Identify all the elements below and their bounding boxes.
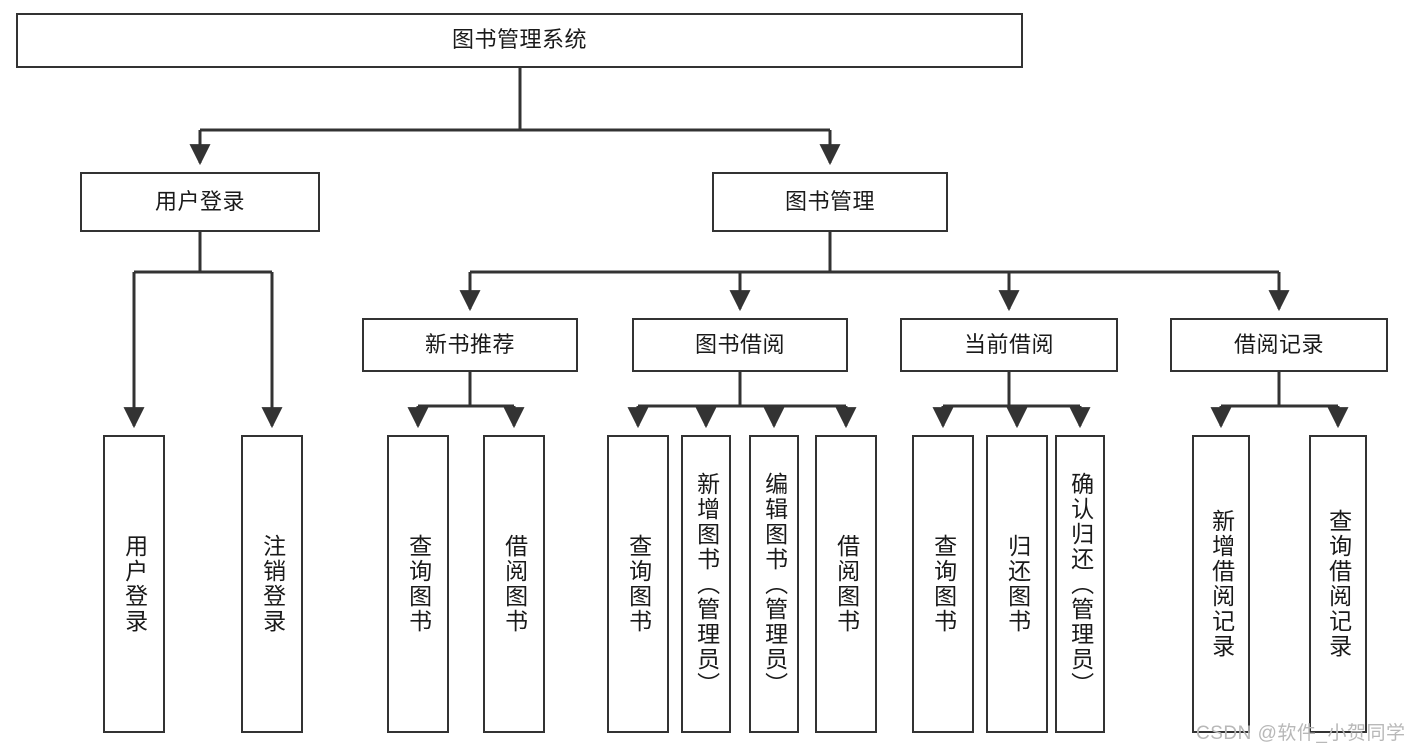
node-borrow-record[interactable]: 借阅记录 [1170, 318, 1388, 372]
node-leaf-user-login[interactable]: 用户登录 [103, 435, 165, 733]
node-label-user-login: 用户登录 [154, 188, 245, 214]
edges-borrow-record [1210, 372, 1349, 429]
node-label-leaf-query-book-current: 查询图书 [930, 534, 957, 634]
node-label-leaf-user-login: 用户登录 [121, 534, 148, 634]
node-leaf-return-book[interactable]: 归还图书 [986, 435, 1048, 733]
edges-user-login [123, 232, 283, 429]
node-leaf-user-logout[interactable]: 注销登录 [241, 435, 303, 733]
node-book-manage[interactable]: 图书管理 [712, 172, 948, 232]
node-label-current-borrow: 当前借阅 [963, 331, 1054, 357]
edges-new-book-recommend [407, 372, 525, 429]
node-label-leaf-add-book-admin: 新增图书（管理员） [693, 471, 720, 697]
node-leaf-borrow-book-recommend[interactable]: 借阅图书 [483, 435, 545, 733]
node-label-leaf-user-logout: 注销登录 [259, 534, 286, 634]
node-label-leaf-query-borrow-record: 查询借阅记录 [1325, 509, 1352, 659]
node-label-book-borrow: 图书借阅 [694, 331, 785, 357]
node-new-book-recommend[interactable]: 新书推荐 [362, 318, 578, 372]
csdn-watermark: CSDN @软件_小贺同学 [1196, 723, 1405, 744]
edges-root [189, 68, 841, 166]
node-label-leaf-borrow-book: 借阅图书 [833, 534, 860, 634]
node-label-leaf-borrow-book-recommend: 借阅图书 [501, 534, 528, 634]
edges-book-manage [459, 232, 1290, 312]
node-label-leaf-confirm-return-admin: 确认归还（管理员） [1067, 471, 1094, 697]
node-label-leaf-query-book-recommend: 查询图书 [405, 534, 432, 634]
node-root[interactable]: 图书管理系统 [16, 13, 1023, 68]
node-book-borrow[interactable]: 图书借阅 [632, 318, 848, 372]
node-label-root: 图书管理系统 [451, 27, 587, 53]
node-leaf-add-borrow-record[interactable]: 新增借阅记录 [1192, 435, 1250, 733]
node-current-borrow[interactable]: 当前借阅 [900, 318, 1118, 372]
node-leaf-query-book-recommend[interactable]: 查询图书 [387, 435, 449, 733]
node-leaf-query-book-borrow[interactable]: 查询图书 [607, 435, 669, 733]
node-label-new-book-recommend: 新书推荐 [424, 331, 515, 357]
node-leaf-borrow-book[interactable]: 借阅图书 [815, 435, 877, 733]
node-leaf-confirm-return-admin[interactable]: 确认归还（管理员） [1055, 435, 1105, 733]
node-label-leaf-query-book-borrow: 查询图书 [625, 534, 652, 634]
node-label-leaf-add-borrow-record: 新增借阅记录 [1208, 509, 1235, 659]
node-label-leaf-return-book: 归还图书 [1004, 534, 1031, 634]
edges-book-borrow [627, 372, 857, 429]
edges-current-borrow [932, 372, 1091, 429]
node-leaf-edit-book-admin[interactable]: 编辑图书（管理员） [749, 435, 799, 733]
node-label-book-manage: 图书管理 [784, 188, 875, 214]
node-leaf-query-book-current[interactable]: 查询图书 [912, 435, 974, 733]
node-leaf-add-book-admin[interactable]: 新增图书（管理员） [681, 435, 731, 733]
node-label-leaf-edit-book-admin: 编辑图书（管理员） [761, 471, 788, 697]
node-label-borrow-record: 借阅记录 [1233, 331, 1324, 357]
node-leaf-query-borrow-record[interactable]: 查询借阅记录 [1309, 435, 1367, 733]
node-user-login[interactable]: 用户登录 [80, 172, 320, 232]
